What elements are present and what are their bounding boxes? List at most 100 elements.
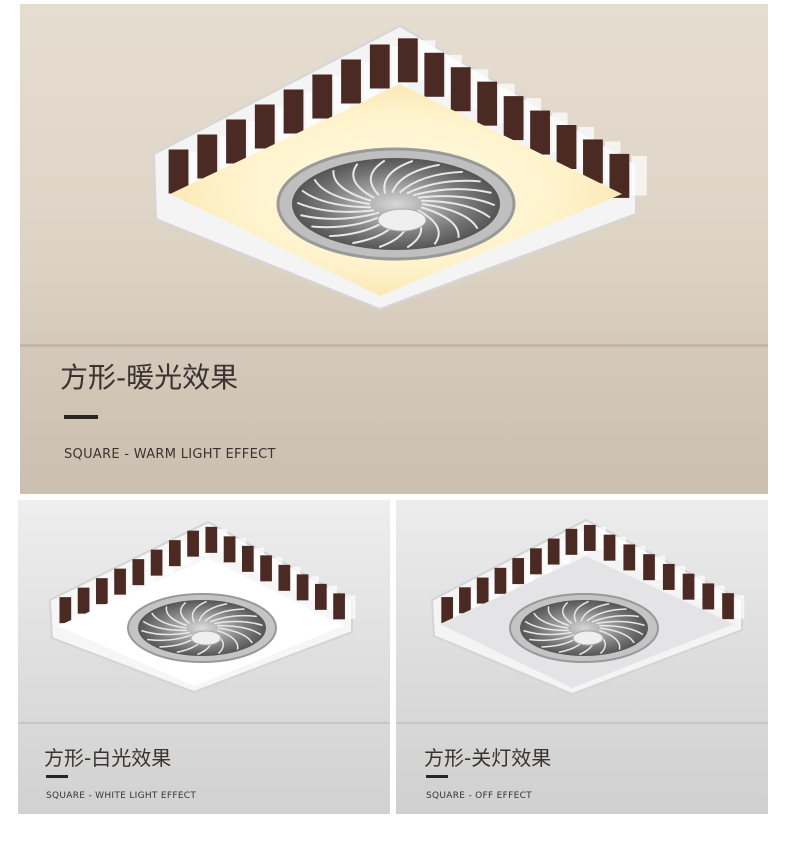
crystal-clear (254, 547, 265, 572)
crystal-block (187, 530, 199, 557)
crystal-block (662, 563, 675, 590)
crystal-clear (656, 556, 666, 580)
crystal-clear (309, 576, 319, 600)
fan-blades (138, 600, 266, 656)
warm-light-subtitle: SQUARE - WARM LIGHT EFFECT (64, 447, 276, 462)
fan-blade (586, 608, 627, 622)
fan-blade (214, 620, 263, 627)
crystal-block (477, 81, 498, 126)
fan-blade (533, 612, 569, 629)
crystal-block (643, 554, 655, 581)
crystal-block (226, 119, 246, 164)
fan-blade (421, 203, 479, 230)
crystal-block (168, 540, 181, 567)
fan-blade (420, 206, 460, 238)
crystal-block (296, 574, 309, 601)
crystal-block (241, 545, 254, 572)
crystal-block (114, 568, 126, 595)
fan-blade (599, 624, 644, 636)
fan-blade (296, 201, 375, 213)
fan-blade (598, 629, 621, 650)
crystal-clear (596, 526, 607, 551)
off-panel: 方形-关灯效果 SQUARE - OFF EFFECT (396, 500, 768, 814)
fan-blade (352, 163, 375, 199)
crystal-block (283, 89, 304, 134)
crystal-block (424, 52, 445, 97)
fan-hub (190, 630, 222, 646)
warm-light-lamp-image (20, 24, 768, 347)
crystal-clear (631, 155, 647, 196)
crystal-clear (715, 585, 725, 609)
fan-blade (141, 629, 190, 636)
crystal-clear (472, 589, 482, 613)
crystal-block (205, 526, 218, 553)
fan-blade (301, 189, 372, 209)
crystal-block (603, 534, 616, 561)
fan-blade (217, 627, 253, 644)
fan-blade (391, 163, 440, 194)
fan-blade (417, 195, 496, 207)
crystal-block (77, 587, 90, 614)
crystal-block (95, 578, 108, 605)
crystal-clear (616, 536, 626, 561)
fan-hub (572, 630, 604, 646)
white-light-divider (46, 775, 68, 778)
fan-blade (591, 614, 639, 623)
fan-blade (369, 159, 386, 197)
fan-blade (300, 211, 380, 220)
crystal-block (254, 104, 275, 149)
crystal-clear (525, 560, 535, 584)
fan-blade (599, 627, 635, 644)
fan-blade (412, 188, 492, 197)
crystal-clear (636, 546, 646, 570)
crystal-block (530, 110, 550, 155)
fan-blade (529, 633, 577, 642)
crystal-block (503, 96, 524, 141)
crystal-block (197, 134, 218, 179)
warm-light-title: 方形-暖光效果 (60, 361, 239, 394)
crystal-clear (543, 550, 553, 574)
crystal-block (260, 555, 272, 582)
crystal-clear (695, 575, 705, 600)
crystal-block (441, 597, 454, 624)
fan-blade (313, 178, 371, 205)
crystal-block (494, 567, 507, 594)
crystal-block (223, 536, 236, 563)
crystal-clear (560, 540, 570, 564)
crystal-clear (291, 566, 301, 591)
crystal-clear (273, 557, 283, 581)
crystal-clear (72, 599, 82, 623)
crystal-clear (507, 569, 517, 594)
off-title: 方形-关灯效果 (424, 746, 552, 770)
crystal-clear (127, 570, 137, 595)
crystal-block (278, 564, 291, 591)
crystal-block (333, 593, 345, 620)
fan-blade (523, 629, 572, 636)
crystal-clear (327, 585, 338, 610)
crystal-clear (145, 561, 155, 585)
crystal-clear (236, 538, 246, 562)
crystal-block (530, 548, 542, 575)
fan-blades (292, 158, 500, 250)
warm-light-divider (64, 415, 98, 419)
fan-blade (180, 601, 191, 625)
fan-blade (209, 614, 257, 623)
warm-light-panel: 方形-暖光效果 SQUARE - WARM LIGHT EFFECT (20, 4, 768, 494)
crystal-block (722, 593, 734, 620)
fan-blades (520, 600, 648, 656)
fan-blade (191, 600, 207, 623)
crystal-block (341, 59, 361, 104)
crystal-block (609, 153, 630, 198)
crystal-block (459, 587, 471, 614)
crystal-block (547, 538, 560, 565)
crystal-block (132, 559, 145, 586)
crystal-clear (181, 542, 192, 566)
off-subtitle: SQUARE - OFF EFFECT (426, 791, 532, 801)
fan-blade (417, 209, 440, 245)
crystal-clear (735, 595, 745, 619)
crystal-block (369, 44, 390, 89)
fan-blade (147, 633, 195, 642)
white-light-title: 方形-白光效果 (44, 746, 172, 770)
crystal-block (702, 583, 715, 610)
crystal-block (397, 38, 418, 83)
